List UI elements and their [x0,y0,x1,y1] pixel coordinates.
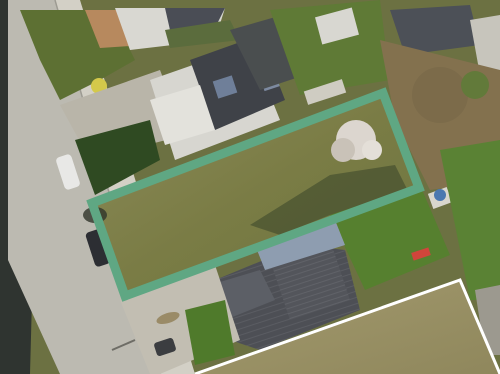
blossom-tree-part [331,138,355,162]
lawn-far-right [440,140,500,300]
house-top-right-edge [470,15,500,75]
hedge-parcel-left [75,120,160,195]
shed-top [315,7,359,45]
car-bottom [154,338,176,356]
adjacent-parcel-boundary[interactable] [194,278,500,374]
house-central-annex [150,85,215,145]
lawn-lower-left [185,300,235,365]
car-white [56,154,80,190]
house-lower-solar [255,220,345,270]
highlighted-parcel-boundary[interactable] [86,87,425,302]
red-play-item [411,247,431,261]
blossom-tree-part-2 [362,140,382,160]
car-dark [85,229,111,267]
tree-top-right [412,67,468,123]
roof-far-right-edge [475,285,500,355]
shrub-top-right [461,71,489,99]
terrace-top [303,79,347,105]
parcel-shadow [250,165,410,235]
planter [156,311,180,325]
hedge-top [165,20,240,48]
adjacent-parcel-ground [195,280,500,374]
skylight-1 [212,75,238,99]
house-top-right [390,5,480,55]
lawn-top-center [270,0,390,95]
lamp-shadow [111,339,136,351]
blue-object [434,189,446,201]
